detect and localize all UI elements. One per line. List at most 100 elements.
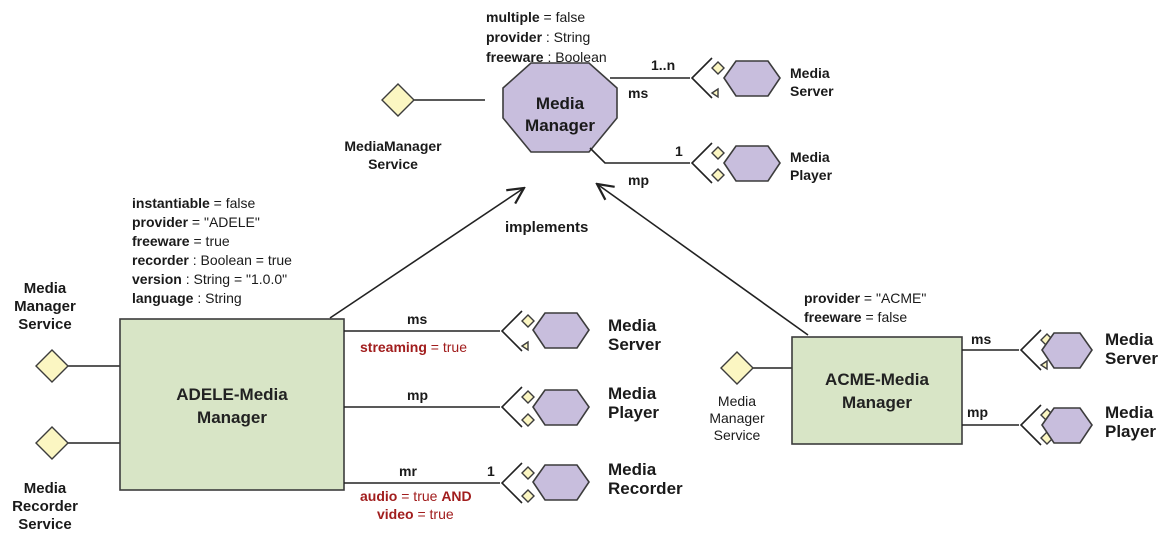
media-player-hexagon-icon (723, 145, 781, 182)
media-manager-title-2: Manager (525, 116, 595, 135)
mm-media-server-port[interactable] (690, 57, 781, 99)
service-diamond-icon (35, 349, 69, 383)
acme-service-label: Media (718, 393, 756, 409)
adele-manager-service-label: Media (24, 280, 67, 297)
svg-text:multiple = false: multiple = false (486, 9, 585, 25)
adele-recorder-service-port[interactable] (35, 426, 120, 460)
adele-media-recorder-label-2: Recorder (608, 479, 683, 498)
acme-service-label-3: Service (714, 427, 761, 443)
media-manager-hexagon-icon (502, 62, 618, 153)
acme-title-2: Manager (842, 393, 912, 412)
adele-media-recorder-label: Media (608, 460, 657, 479)
media-manager-node[interactable]: Media Manager (502, 62, 618, 153)
mm-ms-multiplicity: 1..n (651, 57, 675, 73)
media-server-hexagon-icon (723, 60, 781, 97)
port-diamond-icon (521, 489, 535, 503)
port-triangle-icon (520, 340, 529, 352)
svg-text:instantiable = false: instantiable = false (132, 195, 256, 211)
service-diamond-icon (720, 351, 754, 385)
acme-ms-role: ms (971, 331, 991, 347)
service-diamond-icon (35, 426, 69, 460)
svg-text:streaming = true: streaming = true (360, 339, 467, 355)
svg-text:video = true: video = true (377, 506, 454, 522)
adele-recorder-service-label-3: Service (18, 516, 71, 533)
adele-media-server-port[interactable] (500, 310, 590, 352)
acme-properties: provider = "ACME" freeware = false (804, 290, 926, 325)
adele-properties: instantiable = false provider = "ADELE" … (132, 195, 292, 306)
mm-mp-multiplicity: 1 (675, 143, 683, 159)
port-diamond-icon (521, 314, 535, 328)
adele-mr-role: mr (399, 463, 417, 479)
media-manager-properties: multiple = false provider : String freew… (486, 9, 607, 65)
acme-media-server-label-2: Server (1105, 349, 1158, 368)
adele-media-server-label-2: Server (608, 335, 661, 354)
port-diamond-icon (711, 168, 725, 182)
port-triangle-icon (710, 87, 719, 99)
adele-manager-service-port[interactable] (35, 349, 120, 383)
port-diamond-icon (711, 61, 725, 75)
adele-media-recorder-port[interactable] (500, 462, 590, 504)
media-manager-service-port[interactable] (381, 83, 485, 117)
mm-media-player-port[interactable] (690, 142, 781, 184)
adele-title-1: ADELE-Media (176, 385, 288, 404)
acme-media-server-port[interactable] (1019, 329, 1093, 371)
acme-implements-arrow (597, 184, 809, 336)
adele-mp-role: mp (407, 387, 428, 403)
port-diamond-icon (521, 413, 535, 427)
port-triangle-icon (1039, 359, 1048, 371)
media-manager-service-label: MediaManager (344, 138, 442, 154)
adele-media-player-label-2: Player (608, 403, 659, 422)
adele-media-player-port[interactable] (500, 386, 590, 428)
media-manager-service-label-2: Service (368, 156, 418, 172)
svg-text:version : String = "1.0.0": version : String = "1.0.0" (132, 271, 287, 287)
acme-mp-role: mp (967, 404, 988, 420)
media-manager-title-1: Media (536, 94, 585, 113)
acme-media-server-label: Media (1105, 330, 1154, 349)
adele-media-player-label: Media (608, 384, 657, 403)
mm-mp-connector (589, 147, 690, 164)
svg-text:language : String: language : String (132, 290, 242, 306)
media-recorder-hexagon-icon (532, 464, 590, 501)
acme-title-1: ACME-Media (825, 370, 929, 389)
port-diamond-icon (711, 146, 725, 160)
adele-recorder-service-label-2: Recorder (12, 498, 78, 515)
acme-manager-service-port[interactable] (720, 351, 792, 385)
mm-media-player-label: Media (790, 149, 830, 165)
adele-implements-arrow (329, 188, 524, 319)
svg-text:provider = "ACME": provider = "ACME" (804, 290, 926, 306)
svg-text:freeware : Boolean: freeware : Boolean (486, 49, 607, 65)
media-server-hexagon-icon (532, 312, 590, 349)
svg-text:freeware = false: freeware = false (804, 309, 907, 325)
acme-service-label-2: Manager (709, 410, 765, 426)
adele-recorder-service-label: Media (24, 480, 67, 497)
service-diamond-icon (381, 83, 415, 117)
svg-text:provider = "ADELE": provider = "ADELE" (132, 214, 260, 230)
svg-text:provider : String: provider : String (486, 29, 590, 45)
acme-media-player-port[interactable] (1019, 404, 1093, 446)
adele-media-server-label: Media (608, 316, 657, 335)
media-player-hexagon-icon (1041, 407, 1093, 444)
adele-media-manager-component[interactable]: ADELE-Media Manager (119, 318, 345, 491)
adele-manager-service-label-2: Manager (14, 298, 76, 315)
mm-media-server-label: Media (790, 65, 830, 81)
adele-mr-multiplicity: 1 (487, 463, 495, 479)
mm-media-player-label-2: Player (790, 167, 833, 183)
implements-label: implements (505, 219, 588, 236)
acme-media-player-label: Media (1105, 403, 1154, 422)
svg-text:audio = true AND: audio = true AND (360, 488, 472, 504)
acme-media-player-label-2: Player (1105, 422, 1156, 441)
adele-manager-service-label-3: Service (18, 316, 71, 333)
svg-text:recorder : Boolean = true: recorder : Boolean = true (132, 252, 292, 268)
svg-text:freeware = true: freeware = true (132, 233, 230, 249)
media-player-hexagon-icon (532, 389, 590, 426)
media-server-hexagon-icon (1041, 332, 1093, 369)
adele-title-2: Manager (197, 408, 267, 427)
mm-mp-role: mp (628, 172, 649, 188)
mm-ms-role: ms (628, 85, 648, 101)
acme-media-manager-component[interactable]: ACME-Media Manager (791, 336, 963, 445)
port-diamond-icon (521, 466, 535, 480)
adele-ms-role: ms (407, 311, 427, 327)
mm-media-server-label-2: Server (790, 83, 834, 99)
port-diamond-icon (521, 390, 535, 404)
